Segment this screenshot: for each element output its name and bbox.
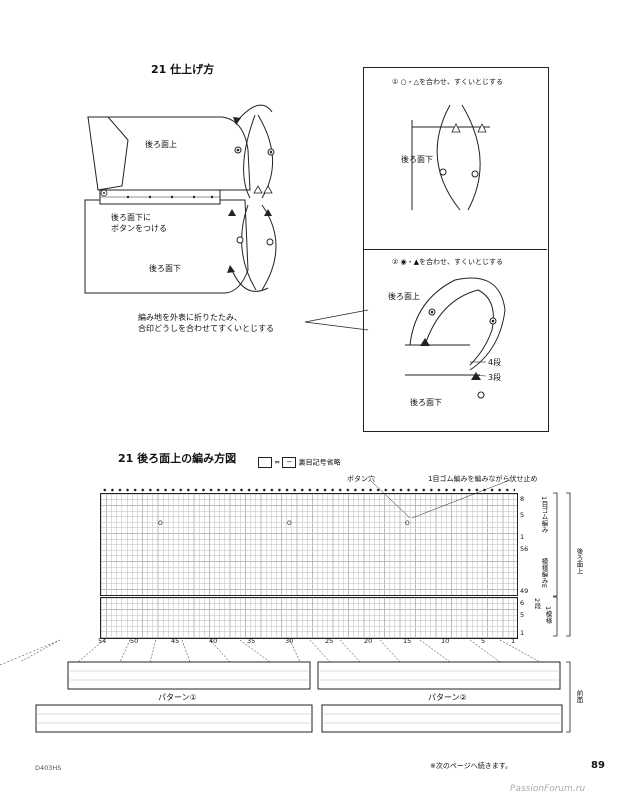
footer-code: D403HS — [35, 764, 62, 772]
bind-off-dots — [101, 488, 515, 492]
back-upper-label: 後ろ面上 — [575, 548, 583, 574]
step1-label: 後ろ面下 — [401, 155, 433, 164]
step2-caption: ② ◉・▲を合わせ、すくいとじする — [392, 258, 503, 266]
stitch-number: 25 — [325, 637, 334, 645]
row-number: 1 — [520, 533, 525, 541]
legend-purl-square-icon: − — [282, 457, 297, 468]
stitch-number: 1 — [511, 637, 516, 645]
pattern-label: 模様編みE — [540, 558, 548, 589]
chart-legend: = − 裏目記号省略 — [258, 457, 341, 468]
stitch-number: 45 — [171, 637, 180, 645]
continued-note: ※次のページへ続きます。 — [430, 762, 513, 770]
step2-label-lower: 後ろ面下 — [410, 398, 442, 407]
row-number: 1 — [520, 629, 525, 637]
two-rows-label: 2段 — [533, 598, 541, 609]
button-note: 後ろ面下に ボタンをつける — [111, 213, 167, 233]
fold-note: 編み地を外表に折りたたみ、 合印どうしを合わせてすくいとじする — [138, 313, 274, 333]
chart-grid-lower — [100, 597, 518, 639]
row-3-label: 3段 — [488, 373, 502, 382]
stitch-number: 15 — [403, 637, 412, 645]
label-back-lower: 後ろ面下 — [149, 264, 181, 273]
front-label: 前面 — [575, 690, 583, 703]
pattern-2-label: パターン② — [428, 693, 467, 702]
detail-divider — [363, 249, 547, 250]
row-number: 5 — [520, 611, 525, 619]
row-number: 56 — [520, 545, 529, 553]
watermark: PassionForum.ru — [510, 784, 586, 794]
stitch-number: 50 — [130, 637, 139, 645]
chart-title: 21 後ろ面上の編み方図 — [118, 452, 237, 465]
svg-text:Ο: Ο — [287, 520, 292, 527]
finishing-title: 21 仕上げ方 — [151, 63, 215, 76]
chart-grid-upper — [100, 493, 518, 596]
buttonhole-label: ボタン穴 — [347, 475, 375, 483]
bind-off-note: 1目ゴム編みを編みながら伏せ止め — [428, 475, 538, 483]
stitch-number: 35 — [247, 637, 256, 645]
rib-label: 1目ゴム編み — [540, 496, 548, 533]
stitch-number: 5 — [481, 637, 486, 645]
step1-caption: ① ○・△を合わせ、すくいとじする — [392, 78, 503, 86]
row-4-label: 4段 — [488, 358, 502, 367]
one-pattern-label: 1模様 — [544, 606, 552, 624]
svg-text:Ο: Ο — [158, 520, 163, 527]
stitch-number: 40 — [209, 637, 218, 645]
stitch-number: 30 — [285, 637, 294, 645]
svg-text:Ο: Ο — [405, 520, 410, 527]
page-number: 89 — [591, 760, 605, 771]
row-number: 8 — [520, 495, 525, 503]
row-number: 6 — [520, 599, 525, 607]
stitch-number: 20 — [364, 637, 373, 645]
pattern-1-label: パターン① — [158, 693, 197, 702]
stitch-number: 54 — [98, 637, 107, 645]
stitch-number: 10 — [441, 637, 450, 645]
label-back-upper: 後ろ面上 — [145, 140, 177, 149]
step2-label-upper: 後ろ面上 — [388, 292, 420, 301]
legend-blank-square-icon — [258, 457, 272, 468]
row-number: 49 — [520, 587, 529, 595]
row-number: 5 — [520, 511, 525, 519]
